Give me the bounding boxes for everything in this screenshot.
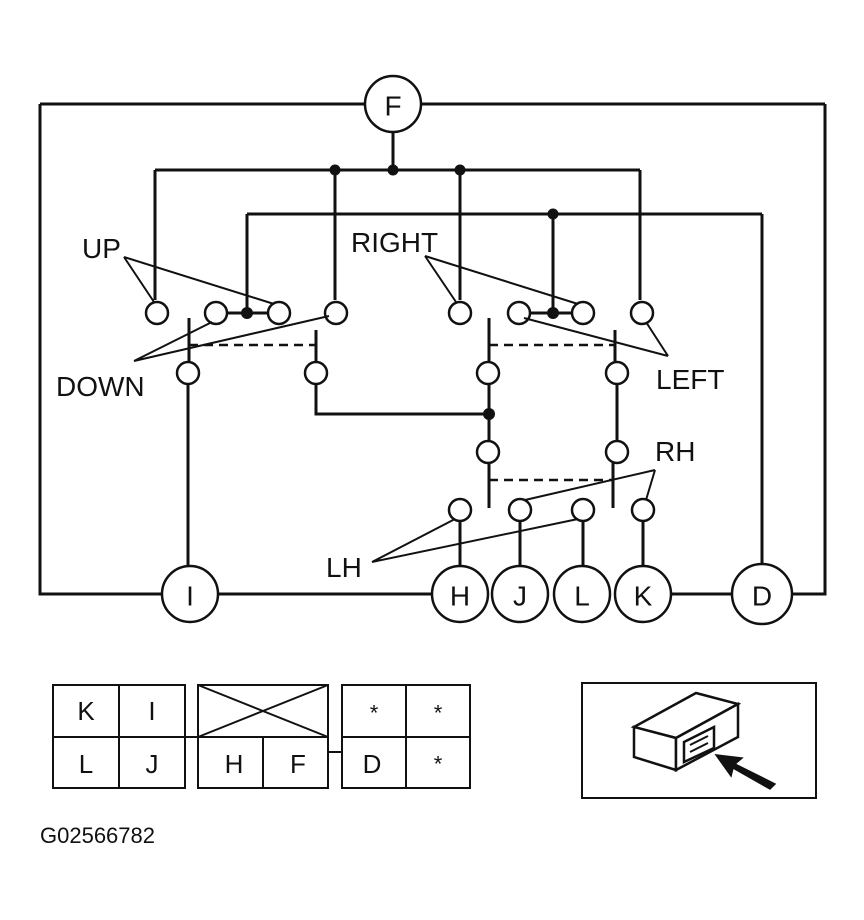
connector-cell-D: D <box>363 749 382 779</box>
switch-common-terminals <box>175 360 630 386</box>
pin-H: H <box>430 564 490 624</box>
pin-L: L <box>552 564 612 624</box>
feed-bus <box>153 130 642 300</box>
pin-K: K <box>613 564 673 624</box>
right-left-switch-terminals <box>447 300 655 326</box>
label-up: UP <box>82 233 121 264</box>
connector-cell-I: I <box>148 696 155 726</box>
connector-cell-empty-2: * <box>434 701 443 726</box>
outer-wire-loop <box>38 102 827 596</box>
arrow-icon <box>714 754 777 790</box>
label-left: LEFT <box>656 364 724 395</box>
common-wires <box>186 384 619 566</box>
lh-rh-selector <box>447 439 656 566</box>
switch-blades <box>187 318 617 362</box>
label-rh: RH <box>655 436 695 467</box>
switch-labels: UP DOWN RIGHT LEFT RH LH <box>56 227 724 583</box>
pin-J: J <box>490 564 550 624</box>
connector-cell-empty-3: * <box>434 752 443 777</box>
connector-face: K I L J H F * * D * <box>52 684 471 789</box>
up-down-switch-terminals <box>144 300 349 326</box>
svg-text:J: J <box>513 581 527 612</box>
svg-text:I: I <box>186 581 194 612</box>
pin-F: F <box>363 74 423 134</box>
connector-cell-F: F <box>290 749 306 779</box>
svg-text:F: F <box>384 91 401 122</box>
svg-text:D: D <box>752 581 772 612</box>
connector-cell-H: H <box>225 749 244 779</box>
label-down: DOWN <box>56 371 145 402</box>
pin-I: I <box>160 564 220 624</box>
svg-text:H: H <box>450 581 470 612</box>
switch-body-illustration <box>630 691 742 773</box>
connector-cell-L: L <box>79 749 93 779</box>
figure-code: G02566782 <box>40 823 155 848</box>
pin-D: D <box>730 562 794 626</box>
connector-cell-K: K <box>77 696 95 726</box>
svg-text:K: K <box>634 581 653 612</box>
connector-cell-empty-1: * <box>370 701 379 726</box>
svg-text:L: L <box>574 581 590 612</box>
label-right: RIGHT <box>351 227 438 258</box>
leader-lines <box>123 255 669 563</box>
label-lh: LH <box>326 552 362 583</box>
component-locator <box>581 682 817 799</box>
connector-cell-J: J <box>146 749 159 779</box>
